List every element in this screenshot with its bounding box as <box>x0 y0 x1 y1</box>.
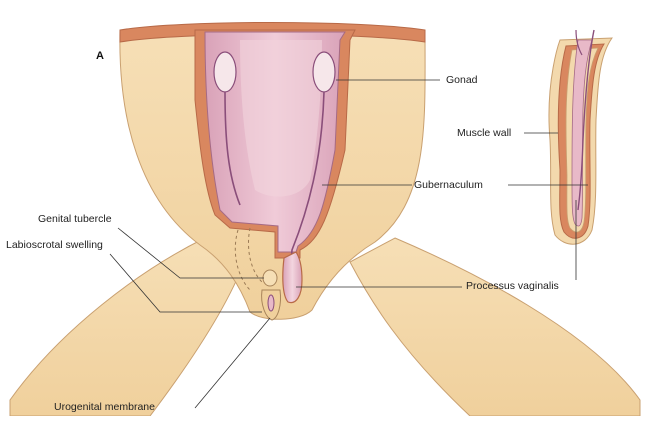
leader-labioscrotal-swelling <box>109 253 262 313</box>
processus-vaginalis-pouch <box>282 251 303 304</box>
left-gubernaculum <box>224 91 241 206</box>
right-thigh <box>349 237 641 417</box>
leader-genital-tubercle <box>117 227 264 279</box>
label-labioscrotal-swelling: Labioscrotal swelling <box>6 239 103 251</box>
left-gonad <box>213 51 237 93</box>
genital-tubercle <box>262 269 278 287</box>
urogenital-membrane <box>267 294 275 312</box>
left-thigh <box>9 237 246 417</box>
panel-letter: A <box>96 50 104 62</box>
inset-cavity <box>571 39 593 227</box>
labioscrotal-dashed-outline <box>234 227 263 291</box>
inset-vessel-left <box>575 29 583 56</box>
leader-urogenital-membrane <box>194 317 271 409</box>
label-muscle-wall: Muscle wall <box>457 127 512 139</box>
label-gonad: Gonad <box>446 74 478 86</box>
leader-lines <box>109 79 588 409</box>
cavity-highlight <box>240 40 322 197</box>
right-gonad <box>312 51 336 93</box>
right-gubernaculum <box>287 91 325 296</box>
inset-vessel <box>577 29 595 211</box>
label-gubernaculum: Gubernaculum <box>414 179 483 191</box>
label-urogenital-membrane: Urogenital membrane <box>54 401 155 413</box>
label-processus-vaginalis: Processus vaginalis <box>466 280 559 292</box>
label-genital-tubercle: Genital tubercle <box>38 213 112 225</box>
